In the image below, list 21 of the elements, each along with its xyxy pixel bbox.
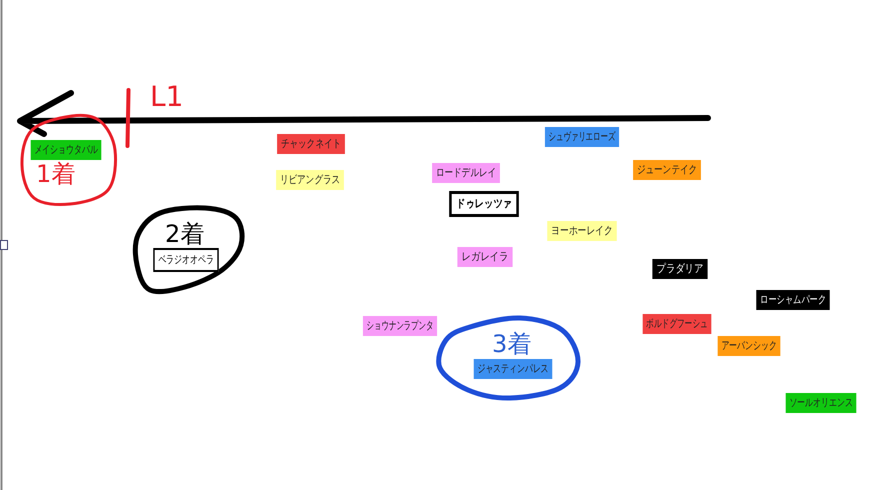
name-box: リビアングラス xyxy=(276,170,344,190)
name-box: ジューンテイク xyxy=(633,160,701,180)
place-label: 1着 xyxy=(36,161,76,187)
place-label: 2着 xyxy=(165,221,204,247)
name-box: レガレイラ xyxy=(457,247,513,267)
place-label: 3着 xyxy=(492,331,532,357)
name-box: ヨーホーレイク xyxy=(547,221,617,241)
marker-label: L1 xyxy=(150,82,184,112)
name-box: プラダリア xyxy=(652,259,708,279)
name-box: ショウナンラプンタ xyxy=(362,316,438,336)
name-box: ボルドグフーシュ xyxy=(642,314,712,334)
name-box: ドゥレッツァ xyxy=(449,191,519,217)
name-box: シュヴァリエローズ xyxy=(544,127,620,147)
name-box: メイショウタバル xyxy=(30,140,102,160)
name-box: ベラジオオペラ xyxy=(153,248,219,272)
name-box: ジャスティンパレス xyxy=(474,359,552,379)
name-box: アーバンシック xyxy=(718,336,780,356)
name-box: ロードデルレイ xyxy=(432,163,500,183)
name-box: ソールオリエンス xyxy=(786,393,856,413)
name-box: チャックネイト xyxy=(277,134,345,154)
name-box: ローシャムパーク xyxy=(756,290,830,310)
